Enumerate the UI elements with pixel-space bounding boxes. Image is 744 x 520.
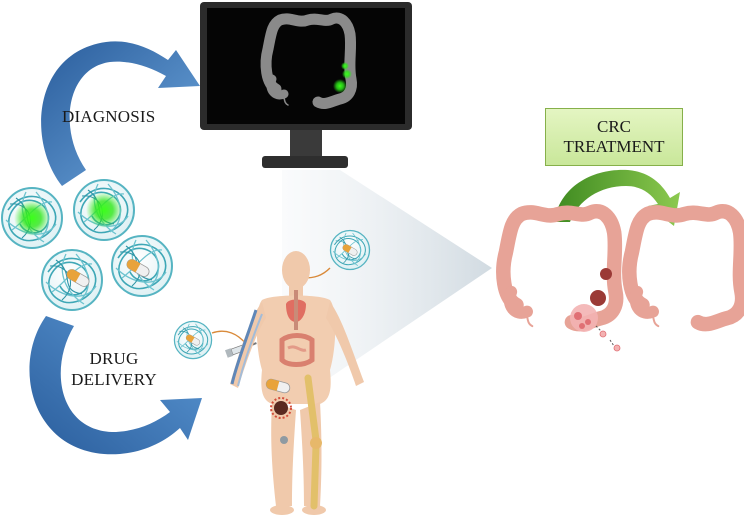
diagnosis-label: DIAGNOSIS: [62, 107, 156, 126]
fluorescent-nanoparticle-icon: [1, 187, 63, 249]
tumor-colon-icon: [503, 211, 620, 352]
nanoparticle-cluster: [1, 179, 173, 311]
tumor-glow: [333, 79, 347, 93]
drug-delivery-arrow-icon: [29, 316, 203, 455]
crc-treatment-line2: TREATMENT: [563, 137, 665, 156]
drug-nanoparticle-icon: [329, 229, 371, 271]
monitor-icon: [200, 2, 412, 168]
fluorescent-nanoparticle-icon: [73, 179, 135, 241]
drug-nanoparticle-icon: [111, 235, 173, 297]
tumor-glow: [342, 69, 352, 79]
crc-treatment-line1: CRC: [596, 117, 632, 136]
crc-treatment-box: CRC TREATMENT: [545, 108, 683, 166]
treatment-arrow-icon: [554, 169, 680, 226]
drug-delivery-label: DRUG DELIVERY: [62, 348, 166, 390]
drug-nanoparticle-icon: [173, 320, 213, 360]
injection-arrow: [211, 330, 247, 345]
drug-nanoparticle-icon: [41, 249, 103, 311]
drug-delivery-line2: DELIVERY: [71, 370, 157, 389]
tumor-glow: [341, 62, 349, 70]
healthy-colon-icon: [629, 211, 742, 326]
diagnosis-arrow-icon: [41, 41, 201, 187]
drug-delivery-line1: DRUG: [89, 349, 139, 368]
human-body-icon: [230, 251, 364, 515]
projection-cone: [282, 170, 492, 410]
